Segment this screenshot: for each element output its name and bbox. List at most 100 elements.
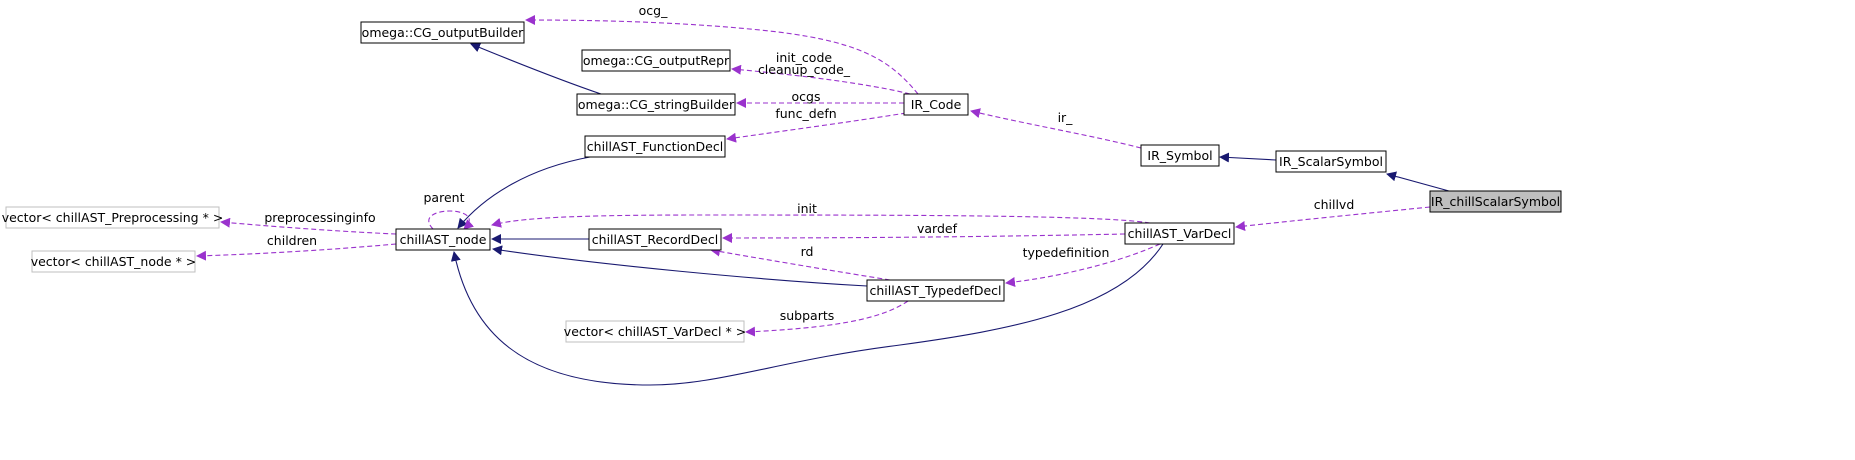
node-ir-code[interactable]: IR_Code [903, 93, 969, 116]
edge-label: parent [424, 190, 465, 205]
edge-ocg: ocg_ [525, 3, 919, 95]
node-label: chillAST_VarDecl [1128, 226, 1232, 241]
node-box[interactable] [866, 279, 1005, 302]
edge-line [731, 64, 911, 95]
edge-ir: ir_ [970, 108, 1142, 149]
node-label: IR_ScalarSymbol [1279, 154, 1383, 169]
node-ir-chillscalarsymbol[interactable]: IR_chillScalarSymbol [1429, 190, 1562, 213]
edge-label: ocgs [792, 89, 821, 104]
node-box[interactable] [1140, 144, 1220, 167]
edge-line [525, 15, 919, 95]
edge-inh-typedef [492, 245, 868, 287]
node-vecnode[interactable]: vector< chillAST_node * > [31, 250, 197, 273]
edge-line [726, 112, 907, 143]
node-vardecl[interactable]: chillAST_VarDecl [1124, 222, 1235, 245]
edge-line [722, 232, 1126, 243]
edge-preproc: preprocessinginfo [220, 210, 397, 235]
edge-label: cleanup_code_ [758, 62, 851, 77]
edge-label: func_defn [775, 106, 836, 121]
edge-label: vardef [917, 221, 958, 236]
node-node[interactable]: chillAST_node [395, 228, 491, 251]
edge-label: ir_ [1058, 110, 1074, 125]
node-label: chillAST_RecordDecl [592, 232, 718, 247]
node-functiondecl[interactable]: chillAST_FunctionDecl [584, 135, 726, 158]
node-label: IR_Symbol [1147, 148, 1212, 163]
edge-inh-vardecl [450, 243, 1164, 386]
node-box[interactable] [1124, 222, 1235, 245]
node-label: vector< chillAST_Preprocessing * > [2, 210, 224, 225]
edge-line [970, 108, 1142, 149]
node-label: chillAST_FunctionDecl [587, 139, 723, 154]
node-recorddecl[interactable]: chillAST_RecordDecl [588, 228, 722, 251]
edge-line [491, 214, 1151, 228]
node-label: chillAST_TypedefDecl [870, 283, 1002, 298]
node-box[interactable] [1429, 190, 1562, 213]
node-box[interactable] [576, 93, 736, 116]
edge-line [196, 243, 397, 261]
edge-inh-stringbuilder [470, 42, 602, 95]
node-box[interactable] [360, 21, 525, 44]
node-cg-outputbuilder[interactable]: omega::CG_outputBuilder [360, 21, 525, 44]
edge-line [470, 42, 602, 95]
node-box[interactable] [565, 320, 745, 343]
edge-children: children [196, 233, 397, 261]
node-cg-stringbuilder[interactable]: omega::CG_stringBuilder [576, 93, 736, 116]
node-label: vector< chillAST_node * > [31, 254, 197, 269]
edge-funcdefn: func_defn [726, 106, 907, 143]
node-label: IR_Code [911, 97, 962, 112]
edge-line [457, 156, 591, 229]
edge-vardef: vardef [722, 221, 1126, 243]
edge-inh-chillscalar [1386, 171, 1450, 192]
edge-label: preprocessinginfo [264, 210, 375, 225]
edge-line [428, 210, 475, 230]
node-vecpreproc[interactable]: vector< chillAST_Preprocessing * > [2, 206, 224, 229]
node-label: IR_chillScalarSymbol [1431, 194, 1560, 209]
node-typedefdecl[interactable]: chillAST_TypedefDecl [866, 279, 1005, 302]
node-label: vector< chillAST_VarDecl * > [564, 324, 746, 339]
edge-line [220, 217, 397, 235]
edge-label: rd [801, 244, 814, 259]
edge-init: init [491, 201, 1151, 228]
edge-label: init [797, 201, 817, 216]
edge-line [745, 300, 909, 337]
edge-line [710, 246, 891, 281]
edge-inh-scalar [1219, 152, 1277, 163]
edge-label: typedefinition [1023, 245, 1110, 260]
edge-chillvd: chillvd [1235, 197, 1431, 231]
node-box[interactable] [588, 228, 722, 251]
edge-label: subparts [780, 308, 835, 323]
edge-line [450, 243, 1164, 386]
edge-line [1386, 171, 1450, 192]
edge-label: ocg_ [639, 3, 668, 18]
node-box[interactable] [395, 228, 491, 251]
nodes-layer: IR_chillScalarSymbol IR_ScalarSymbol IR_Sy… [2, 21, 1562, 343]
edges-layer: ir_ocg_init_codecleanup_code_ocgsfunc_de… [196, 3, 1450, 386]
edge-line [1235, 206, 1431, 231]
edge-parent: parent [424, 190, 475, 230]
node-box[interactable] [903, 93, 969, 116]
node-label: chillAST_node [400, 232, 487, 247]
node-vecvardecl[interactable]: vector< chillAST_VarDecl * > [564, 320, 746, 343]
node-cg-outputrepr[interactable]: omega::CG_outputRepr [581, 49, 731, 72]
edge-line [492, 245, 868, 287]
edge-typedefinition: typedefinition [1005, 243, 1161, 287]
edge-rd: rd [710, 244, 891, 281]
node-box[interactable] [1275, 150, 1387, 173]
node-label: omega::CG_outputRepr [583, 53, 730, 68]
node-box[interactable] [581, 49, 731, 72]
node-box[interactable] [584, 135, 726, 158]
edge-line [1005, 243, 1161, 287]
node-ir-symbol[interactable]: IR_Symbol [1140, 144, 1220, 167]
node-label: omega::CG_stringBuilder [578, 97, 735, 112]
node-box[interactable] [31, 250, 196, 273]
node-box[interactable] [5, 206, 220, 229]
node-ir-scalarsymbol[interactable]: IR_ScalarSymbol [1275, 150, 1387, 173]
node-label: omega::CG_outputBuilder [362, 25, 524, 40]
edge-label: chillvd [1314, 197, 1355, 212]
edge-label: init_code [776, 50, 832, 65]
edge-subparts: subparts [745, 300, 909, 337]
edge-inh-funcdecl [457, 156, 591, 229]
edge-ocgs: ocgs [736, 89, 904, 108]
